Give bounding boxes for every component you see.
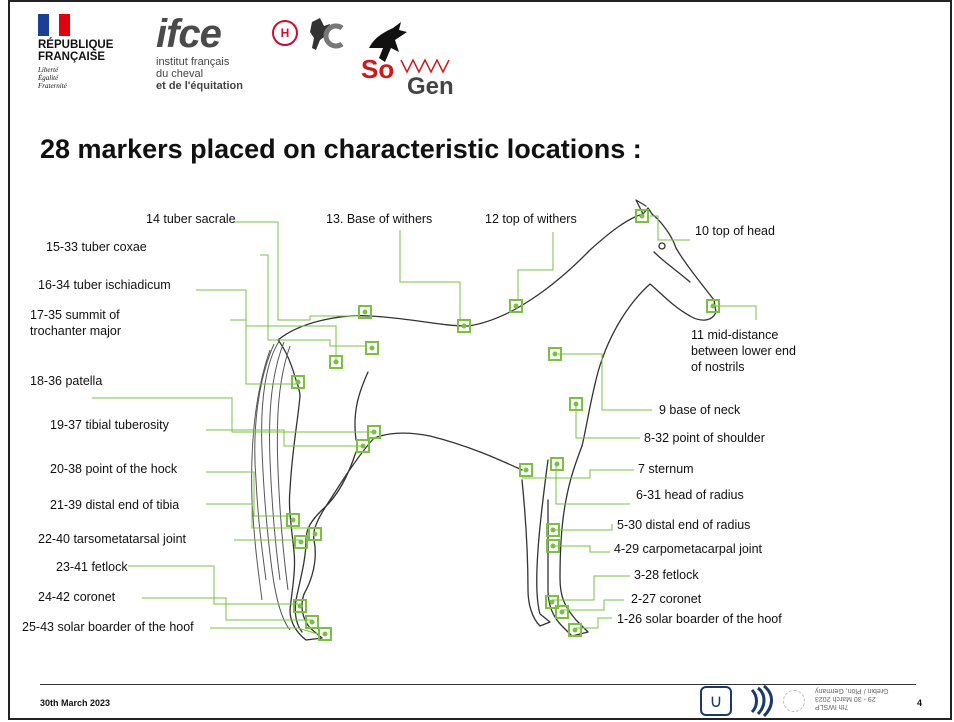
label-17-line1: 17-35 summit of [30,308,120,322]
ifce-logo: ifce H institut français du cheval et de… [156,12,344,92]
slide-frame [8,0,952,720]
label-25-solar-border: 25-43 solar boarder of the hoof [22,620,194,634]
marker-15 [365,341,379,355]
ifce-wordmark: ifce [156,12,222,56]
rearing-horse-icon [369,22,407,62]
label-11-line1: 11 mid-distance [691,328,779,342]
horse-c-icon [310,18,344,50]
marker-20 [286,513,300,527]
conference-line2: 29 - 30 March 2023 [815,695,876,702]
label-22-tarsometatarsal: 22-40 tarsometatarsal joint [38,532,186,546]
label-24-coronet: 24-42 coronet [38,590,116,604]
label-4-carpometacarpal: 4-29 carpometacarpal joint [614,542,762,556]
waves-logo-icon [750,684,773,718]
label-17-line2: trochanter major [30,324,122,338]
marker-2 [555,605,569,619]
label-21-distal-end-of-tibia: 21-39 distal end of tibia [50,498,180,512]
label-11-line3: of nostrils [691,360,745,374]
marker-24 [305,615,319,629]
motto-1: Liberté [38,66,59,74]
soxgen-logo: So Gen [361,22,454,98]
label-9-base-of-neck: 9 base of neck [659,403,741,417]
marker-5 [546,523,560,537]
marker-23 [293,599,307,613]
marker-13 [457,319,471,333]
label-13-base-of-withers: 13. Base of withers [326,212,433,226]
label-19-tibial-tuberosity: 19-37 tibial tuberosity [50,418,169,432]
page-number: 4 [917,698,923,708]
marker-11 [706,299,720,313]
french-flag-icon [38,14,70,36]
marker-16 [329,355,343,369]
label-6-head-of-radius: 6-31 head of radius [636,488,744,502]
marker-3 [545,595,559,609]
label-12-top-of-withers: 12 top of withers [485,212,577,226]
marker-14 [358,305,372,319]
label-2-coronet: 2-27 coronet [631,592,702,606]
marker-18 [367,425,381,439]
marker-7 [550,457,564,471]
marker-4 [546,539,560,553]
marker-10 [635,209,649,223]
marker-21 [308,527,322,541]
marker-1 [568,623,582,637]
soxgen-so: So [361,54,394,84]
marker-22 [294,535,308,549]
marker-12 [509,299,523,313]
label-16-tuber-ischiadicum: 16-34 tuber ischiadicum [38,278,171,292]
horse-outline [277,199,717,641]
marker-25 [318,627,332,641]
marker-9 [548,347,562,361]
haras-seal-icon: H [272,20,298,46]
ifce-sub1: institut français [156,56,230,68]
marker-6 [519,463,533,477]
marker-19 [356,439,370,453]
label-3-fetlock: 3-28 fetlock [634,568,699,582]
motto-2: Égalité [38,74,59,82]
label-7-sternum: 7 sternum [638,462,694,476]
conference-seal-icon [783,690,805,712]
ifce-sub3: et de l'équitation [156,80,243,92]
conference-line1: 7th IWSLP [815,703,849,710]
footer-divider [40,684,916,685]
label-8-point-of-shoulder: 8-32 point of shoulder [644,431,765,445]
label-23-fetlock: 23-41 fetlock [56,560,128,574]
label-15-tuber-coxae: 15-33 tuber coxae [46,240,147,254]
label-1-solar-border: 1-26 solar boarder of the hoof [617,612,782,626]
marker-17 [291,375,305,389]
ifce-sub2: du cheval [156,68,204,80]
motto-3: Fraternité [38,82,67,90]
marker-8 [569,397,583,411]
label-11-line2: between lower end [691,344,796,358]
footer-date: 30th March 2023 [40,698,111,708]
label-5-distal-end-of-radius: 5-30 distal end of radius [617,518,751,532]
slide-title: 28 markers placed on characteristic loca… [40,134,642,164]
leader-lines [92,215,757,635]
horse-tail [251,339,291,631]
dna-helix-icon [400,58,450,74]
markers [286,209,720,641]
horse-head-logo-icon: ∪ [700,686,732,716]
conference-info: 7th IWSLP 29 - 30 March 2023 Grebin / Pl… [815,686,907,710]
label-20-point-of-hock: 20-38 point of the hock [50,462,178,476]
soxgen-gen: Gen [407,73,454,98]
republique-line2: FRANÇAISE [38,51,106,63]
conference-line3: Grebin / Plön, Germany [815,687,889,694]
republique-line1: RÉPUBLIQUE [38,39,114,51]
label-10-top-of-head: 10 top of head [695,224,775,238]
republique-francaise-logo: RÉPUBLIQUE FRANÇAISE Liberté Égalité Fra… [38,14,130,90]
label-18-patella: 18-36 patella [30,374,103,388]
label-14-tuber-sacrale: 14 tuber sacrale [146,212,236,226]
